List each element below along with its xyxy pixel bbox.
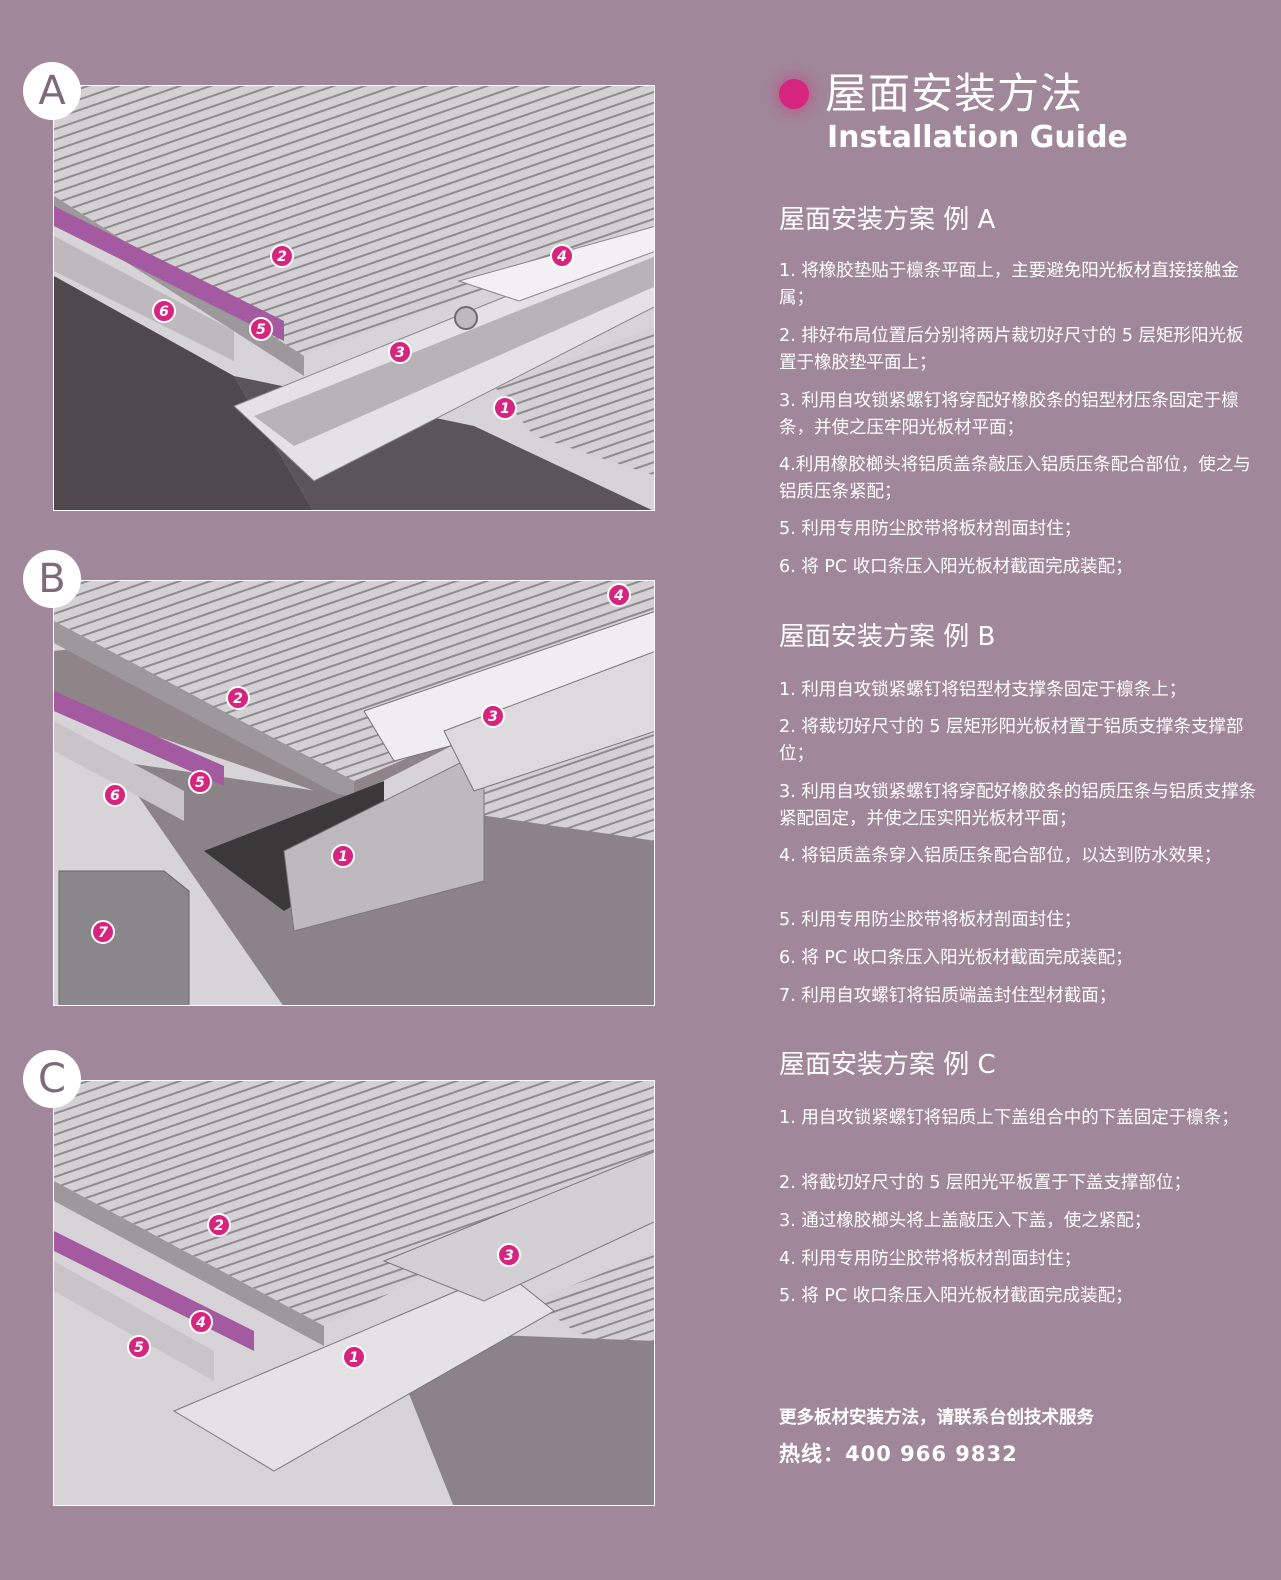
illustration-a: 2 4 6 5 3 1 [53,85,655,511]
step-b-5: 5. 利用专用防尘胶带将板材剖面封住； [779,910,1082,930]
badge-b-4: 4 [607,583,631,607]
svg-text:3: 3 [504,1248,514,1264]
illustration-b: 4 2 3 5 6 1 7 [53,580,655,1006]
illustration-c: 2 3 4 5 1 [53,1080,655,1506]
svg-text:2: 2 [233,691,243,707]
title-bullet-icon [779,79,809,109]
hotline: 热线：400 966 9832 [779,1442,1018,1466]
badge-b-2: 2 [226,686,250,710]
svg-text:6: 6 [159,304,169,320]
badge-b-1: 1 [331,844,355,868]
step-a-4: 4.利用橡胶榔头将铝质盖条敲压入铝质压条配合部位，使之与铝质压条紧配； [779,455,1251,502]
panel-letter-c: C [23,1050,81,1108]
badge-a-3: 3 [388,340,412,364]
svg-text:5: 5 [134,1340,144,1356]
diagram-b: 4 2 3 5 6 1 7 [54,581,654,1005]
panel-letter-b: B [23,550,81,608]
page-subtitle: Installation Guide [827,120,1128,155]
step-c-5: 5. 将 PC 收口条压入阳光板材截面完成装配； [779,1286,1133,1306]
svg-text:1: 1 [338,849,348,865]
svg-text:1: 1 [349,1350,359,1366]
page-title: 屋面安装方法 [825,69,1084,118]
badge-c-2: 2 [207,1213,231,1237]
step-a-3: 3. 利用自攻锁紧螺钉将穿配好橡胶条的铝型材压条固定于檩条，并使之压牢阳光板材平… [779,391,1239,438]
step-b-2: 2. 将裁切好尺寸的 5 层矩形阳光板材置于铝质支撑条支撑部位； [779,717,1244,764]
step-b-7: 7. 利用自攻螺钉将铝质端盖封住型材截面； [779,986,1117,1006]
step-b-1: 1. 利用自攻锁紧螺钉将铝型材支撑条固定于檩条上； [779,680,1187,700]
badge-b-7: 7 [91,920,115,944]
badge-c-4: 4 [189,1310,213,1334]
badge-a-5: 5 [249,317,273,341]
badge-c-1: 1 [342,1345,366,1369]
svg-text:3: 3 [395,345,405,361]
badge-a-6: 6 [152,299,176,323]
step-b-3: 3. 利用自攻锁紧螺钉将穿配好橡胶条的铝质压条与铝质支撑条紧配固定，并使之压实阳… [779,782,1257,829]
diagram-a: 2 4 6 5 3 1 [54,86,654,510]
badge-a-1: 1 [493,396,517,420]
badge-b-5: 5 [188,770,212,794]
svg-text:6: 6 [110,788,120,804]
badge-c-3: 3 [497,1243,521,1267]
svg-text:4: 4 [195,1315,206,1331]
contact-note: 更多板材安装方法，请联系台创技术服务 [779,1408,1094,1428]
svg-text:2: 2 [277,249,287,265]
step-a-6: 6. 将 PC 收口条压入阳光板材截面完成装配； [779,557,1133,577]
panel-letter-a: A [23,62,81,120]
step-b-4: 4. 将铝质盖条穿入铝质压条配合部位，以达到防水效果； [779,846,1222,866]
svg-text:7: 7 [98,925,108,941]
section-title-a: 屋面安装方案 例 A [779,205,996,235]
svg-text:5: 5 [256,322,266,338]
step-c-3: 3. 通过橡胶榔头将上盖敲压入下盖，使之紧配； [779,1211,1152,1231]
svg-text:5: 5 [195,775,205,791]
step-c-1: 1. 用自攻锁紧螺钉将铝质上下盖组合中的下盖固定于檩条； [779,1108,1239,1128]
step-b-6: 6. 将 PC 收口条压入阳光板材截面完成装配； [779,948,1133,968]
svg-text:1: 1 [500,401,510,417]
badge-a-2: 2 [270,244,294,268]
svg-text:2: 2 [214,1218,224,1234]
section-title-b: 屋面安装方案 例 B [779,622,996,652]
step-a-5: 5. 利用专用防尘胶带将板材剖面封住； [779,519,1082,539]
badge-a-4: 4 [550,244,574,268]
badge-b-3: 3 [481,704,505,728]
step-c-4: 4. 利用专用防尘胶带将板材剖面封住； [779,1249,1082,1269]
svg-text:4: 4 [613,588,624,604]
badge-c-5: 5 [127,1335,151,1359]
badge-b-6: 6 [103,783,127,807]
step-c-2: 2. 将截切好尺寸的 5 层阳光平板置于下盖支撑部位； [779,1173,1192,1193]
step-a-1: 1. 将橡胶垫贴于檩条平面上，主要避免阳光板材直接接触金属； [779,261,1239,308]
svg-text:4: 4 [556,249,567,265]
section-title-c: 屋面安装方案 例 C [779,1050,996,1080]
step-a-2: 2. 排好布局位置后分别将两片裁切好尺寸的 5 层矩形阳光板置于橡胶垫平面上； [779,326,1244,373]
svg-text:3: 3 [488,709,498,725]
diagram-c: 2 3 4 5 1 [54,1081,654,1505]
